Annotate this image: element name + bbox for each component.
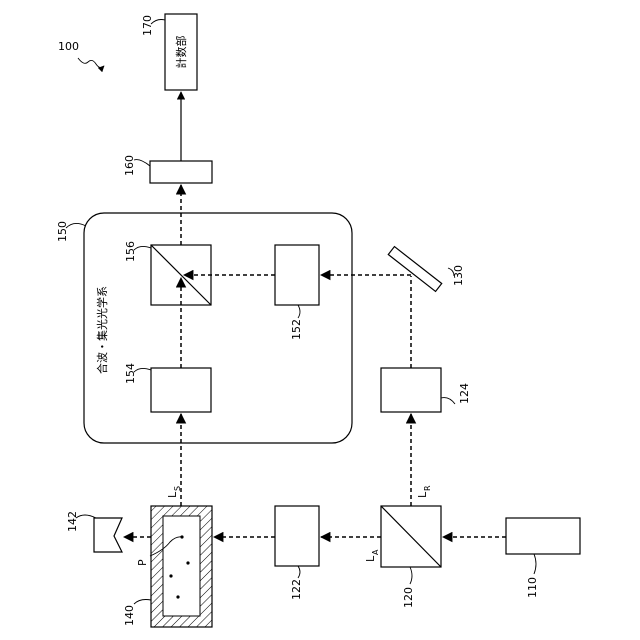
optics-group-ref-label: 150 bbox=[56, 221, 69, 242]
detector-ref-label: 160 bbox=[123, 155, 136, 176]
detector-ref-leader bbox=[134, 160, 150, 166]
source-ref-label: 110 bbox=[526, 577, 539, 598]
svg-text:R: R bbox=[423, 485, 432, 491]
beam-label-signal: L S bbox=[166, 486, 182, 498]
system-ref-label: 100 bbox=[58, 40, 79, 53]
beam-label-source: L A bbox=[364, 549, 380, 562]
flow-cell-ref-leader bbox=[134, 600, 151, 605]
flow-cell-ref-label: 140 bbox=[123, 605, 136, 626]
counter-ref-label: 170 bbox=[141, 15, 154, 36]
beam-trap bbox=[94, 518, 122, 552]
lens-154-box bbox=[151, 368, 211, 412]
particle-dot bbox=[169, 574, 172, 577]
flow-cell-inner bbox=[163, 516, 200, 616]
lens-124-box bbox=[381, 368, 441, 412]
detector-box bbox=[150, 161, 212, 183]
lens-154-ref-label: 154 bbox=[124, 363, 137, 384]
optics-group-label: 合波・集光光学系 bbox=[95, 286, 109, 374]
mirror bbox=[388, 247, 441, 292]
lens-122-ref-leader bbox=[298, 566, 300, 578]
lens-124-ref-label: 124 bbox=[458, 383, 471, 404]
beam-label-reference: L R bbox=[416, 485, 432, 498]
lens-152-box bbox=[275, 245, 319, 305]
particle-dot bbox=[176, 595, 179, 598]
lens-152-ref-label: 152 bbox=[290, 319, 303, 340]
source-ref-leader bbox=[534, 554, 536, 574]
lens-152-ref-leader bbox=[298, 305, 300, 318]
svg-text:L: L bbox=[416, 491, 429, 498]
combiner-ref-label: 156 bbox=[124, 241, 137, 262]
particle-dot bbox=[186, 561, 189, 564]
splitter-ref-label: 120 bbox=[402, 587, 415, 608]
optics-group-ref-leader bbox=[66, 223, 86, 228]
system-ref-leader bbox=[78, 58, 104, 68]
counter-label: 計数部 bbox=[174, 36, 188, 69]
trap-ref-leader bbox=[76, 515, 96, 518]
splitter-ref-leader bbox=[410, 567, 412, 584]
source-box bbox=[506, 518, 580, 554]
lens-122-ref-label: 122 bbox=[290, 579, 303, 600]
svg-text:S: S bbox=[173, 486, 182, 491]
particle-ref-label: P bbox=[136, 559, 149, 566]
svg-text:A: A bbox=[371, 549, 380, 555]
svg-text:L: L bbox=[166, 491, 179, 498]
svg-text:L: L bbox=[364, 555, 377, 562]
lens-124-ref-leader bbox=[441, 398, 455, 404]
trap-ref-label: 142 bbox=[66, 511, 79, 532]
lens-122-box bbox=[275, 506, 319, 566]
